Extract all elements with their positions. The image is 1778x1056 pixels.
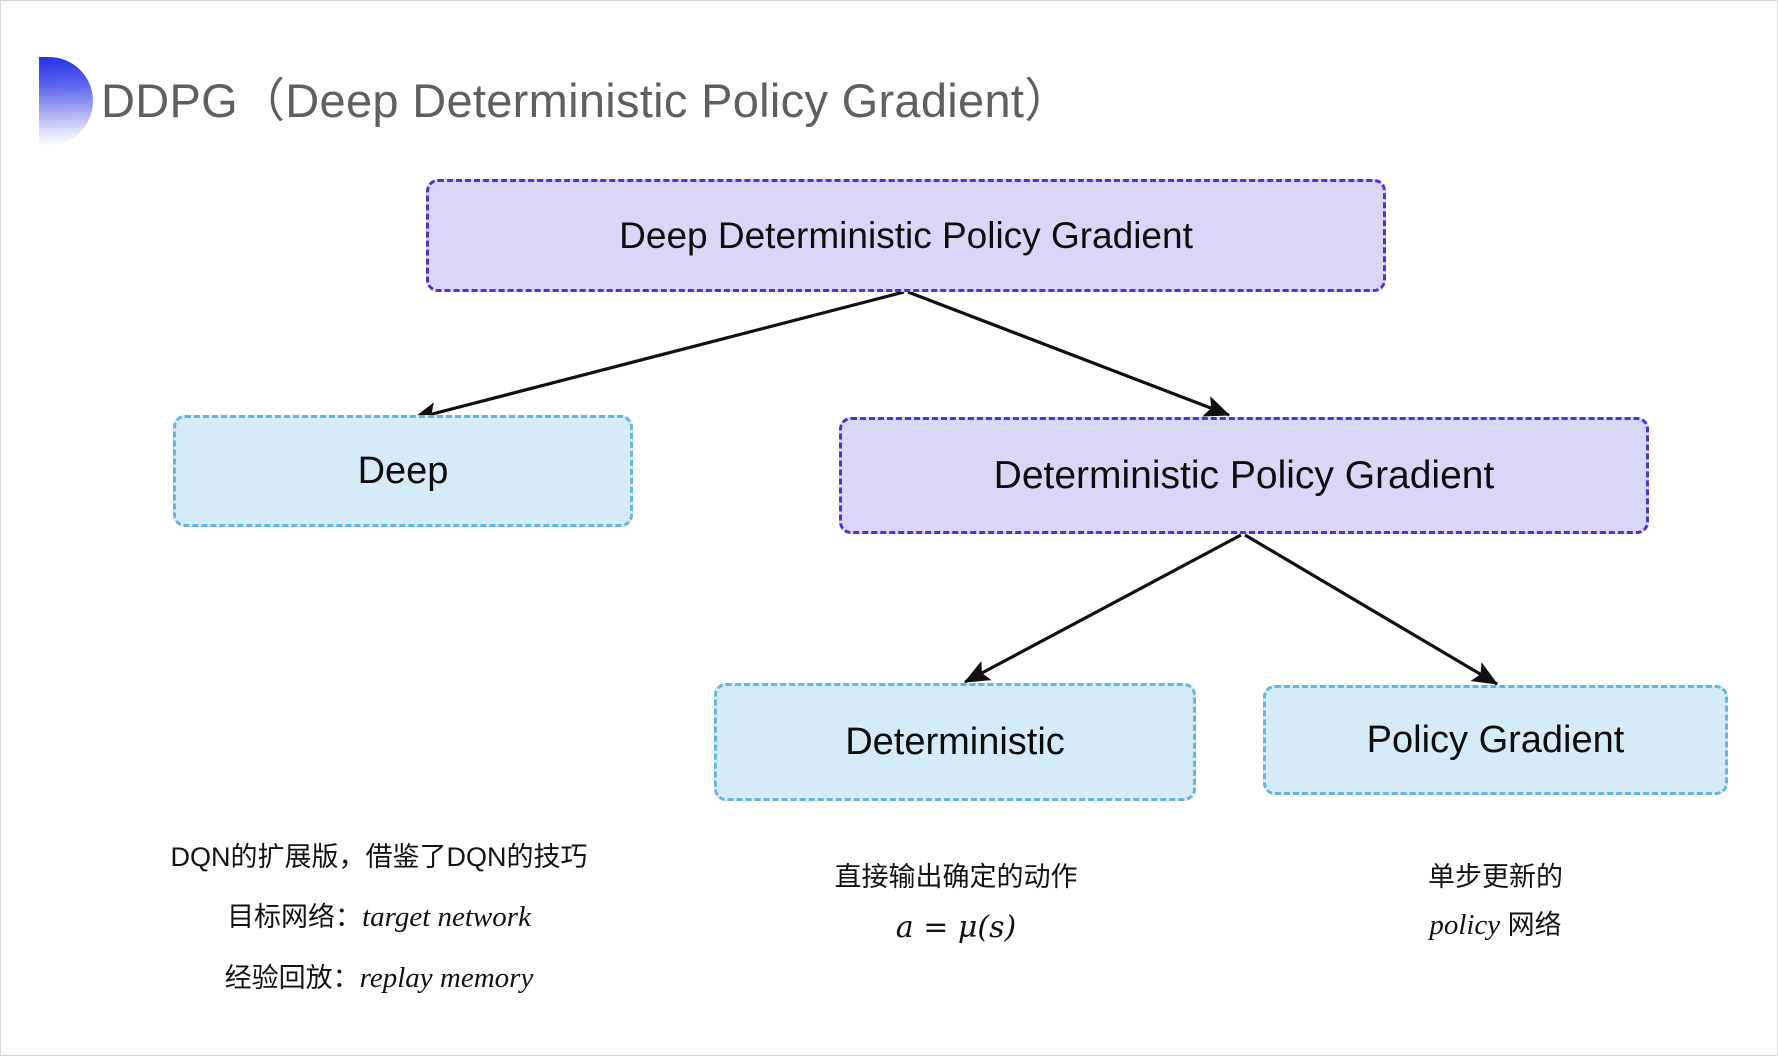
edge-dpg-to-deterministic xyxy=(963,533,1242,684)
note-deep-line3-term: replay memory xyxy=(359,961,534,994)
node-label: Deterministic xyxy=(845,720,1065,763)
node-label: Deep Deterministic Policy Gradient xyxy=(619,214,1193,256)
note-policy-gradient-line2: policy 网络 xyxy=(1263,903,1728,948)
note-deep-line2-term: target network xyxy=(362,900,531,933)
page-title: DDPG（Deep Deterministic Policy Gradient） xyxy=(101,74,1072,127)
note-deep-line2-label: 目标网络： xyxy=(227,901,363,932)
note-policy-gradient: 单步更新的 policy 网络 xyxy=(1263,857,1728,948)
note-deterministic-line1: 直接输出确定的动作 xyxy=(834,862,1078,892)
node-label: Deep xyxy=(357,449,449,492)
note-deep-line3-label: 经验回放： xyxy=(224,962,360,993)
note-deep-line2: 目标网络：target network xyxy=(119,895,639,940)
note-policy-gradient-term: policy xyxy=(1429,908,1501,941)
note-policy-gradient-suffix: 网络 xyxy=(1500,909,1562,940)
note-deterministic: 直接输出确定的动作 a = μ(s) xyxy=(721,857,1191,951)
node-deep[interactable]: Deep xyxy=(173,415,633,527)
node-label: Policy Gradient xyxy=(1366,718,1625,761)
note-deep-line3: 经验回放：replay memory xyxy=(119,956,639,1001)
edge-ddpg-to-deep xyxy=(411,290,905,424)
note-deterministic-formula: a = μ(s) xyxy=(895,909,1017,945)
node-deterministic[interactable]: Deterministic xyxy=(714,683,1196,801)
node-label: Deterministic Policy Gradient xyxy=(993,453,1495,497)
edge-ddpg-to-dpg xyxy=(907,290,1231,417)
note-deep-line1: DQN的扩展版，借鉴了DQN的技巧 xyxy=(170,842,588,872)
node-deep-deterministic-policy-gradient[interactable]: Deep Deterministic Policy Gradient xyxy=(426,179,1386,292)
edge-dpg-to-policy-gradient xyxy=(1244,533,1499,686)
node-policy-gradient[interactable]: Policy Gradient xyxy=(1263,685,1728,795)
node-deterministic-policy-gradient[interactable]: Deterministic Policy Gradient xyxy=(839,417,1649,534)
note-policy-gradient-line1: 单步更新的 xyxy=(1428,862,1563,892)
note-deep: DQN的扩展版，借鉴了DQN的技巧 目标网络：target network 经验… xyxy=(119,837,639,1001)
